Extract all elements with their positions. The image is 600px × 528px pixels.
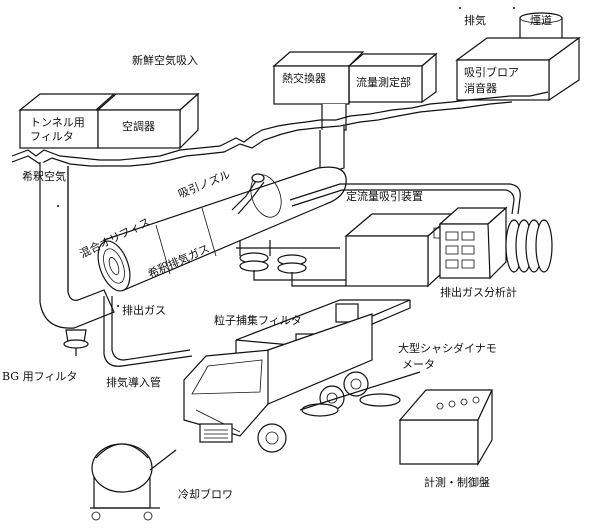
label-exhaust-analyzer: 排出ガス分析計 (440, 285, 517, 299)
label-flow-meter: 流量測定部 (356, 75, 411, 89)
cooling-blower (90, 443, 177, 521)
suction-nozzle (231, 173, 265, 215)
label-control-panel: 計測・制御盤 (424, 475, 490, 489)
label-heat-exchanger: 熱交換器 (282, 71, 326, 85)
label-exhaust: 排気 (464, 13, 486, 27)
label-tunnel-filter-2: フィルタ (30, 130, 74, 143)
heat-exchanger-box (272, 51, 365, 131)
exhaust-analyzer (438, 206, 553, 280)
dilution-air-pipe (39, 162, 115, 329)
label-suction-nozzle: 吸引ノズル (176, 167, 232, 201)
label-exhaust-gas: 排出ガス (122, 303, 166, 317)
truck (183, 313, 421, 453)
particle-filters (236, 240, 346, 287)
label-chimney: 煙道 (530, 13, 552, 27)
label-tunnel-filter-1: トンネル用 (30, 116, 85, 129)
blower-muffler-box (455, 36, 581, 102)
label-bg-filter: BG 用フィルタ (2, 370, 77, 383)
exhaust-intake-pipe (103, 296, 193, 367)
flow-meter-box (347, 52, 438, 104)
label-blower-muffler-2: 消音器 (464, 81, 497, 95)
control-panel (398, 389, 493, 467)
floor-break-line (11, 91, 549, 161)
label-dilution-air: 希釈空気 (22, 169, 66, 183)
label-cvs-device: 定流量吸引装置 (346, 189, 423, 203)
bg-filter (63, 329, 89, 356)
dilution-tunnel (97, 166, 347, 292)
label-particle-filter: 粒子捕集フィルタ (214, 313, 302, 327)
label-blower-muffler-1: 吸引ブロア (464, 65, 519, 79)
label-chassis-dyno-2: メータ (402, 358, 435, 371)
air-conditioner-box (96, 92, 200, 150)
cvs-box (344, 212, 456, 288)
label-cooling-blower: 冷却ブロワ (178, 487, 233, 501)
tunnel-filter-box (18, 93, 116, 149)
label-fresh-air-intake: 新鮮空気吸入 (132, 53, 198, 67)
label-chassis-dyno-1: 大型シャシダイナモ (398, 341, 497, 355)
label-exhaust-pipe: 排気導入管 (106, 375, 161, 389)
label-air-conditioner: 空調器 (122, 119, 155, 133)
sample-line-cvs (289, 183, 521, 215)
